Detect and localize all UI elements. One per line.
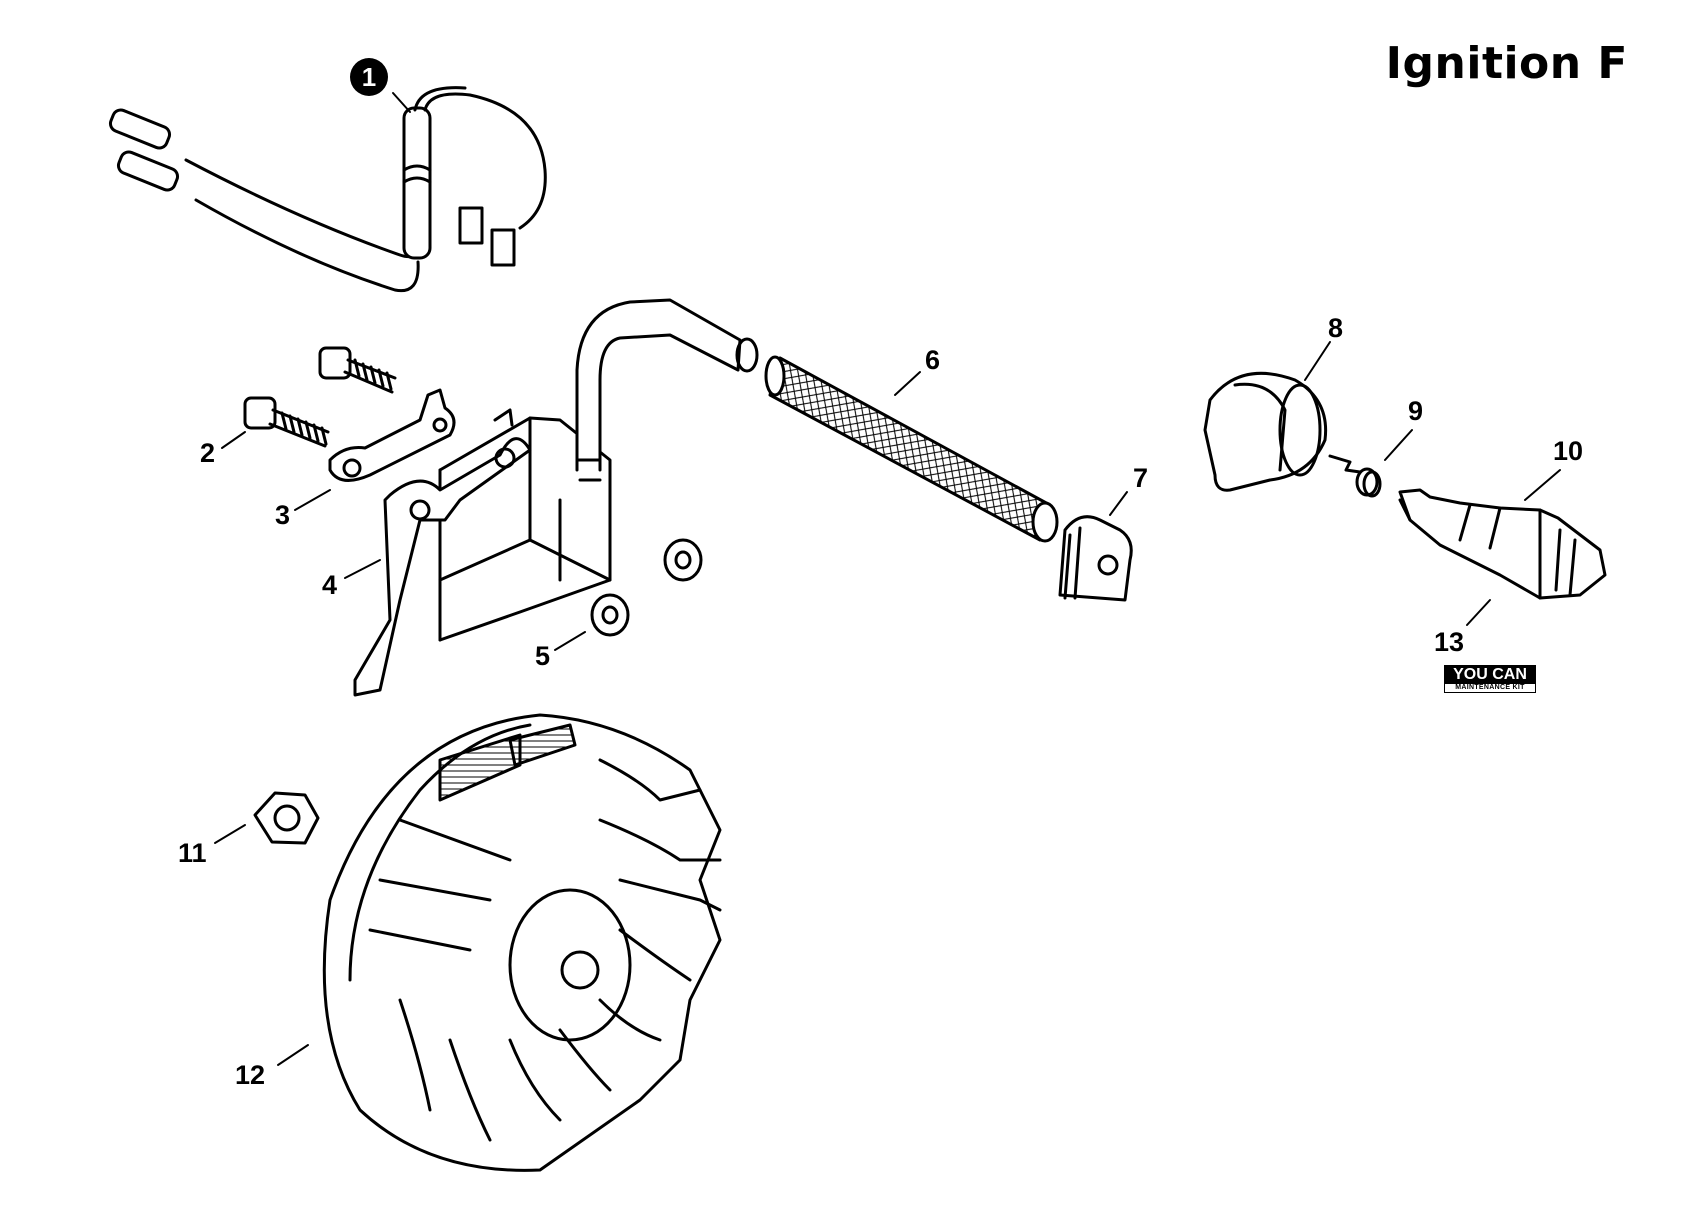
- maintenance-kit-badge: YOU CAN MAINTENANCE KIT: [1444, 665, 1536, 693]
- callout-8: 8: [1328, 313, 1344, 343]
- callout-4: 4: [322, 570, 338, 600]
- callout-5: 5: [535, 641, 551, 671]
- leader-lines: [214, 92, 1561, 1066]
- callout-2: 2: [200, 438, 216, 468]
- badge-subtitle: MAINTENANCE KIT: [1444, 684, 1536, 693]
- callout-11: 11: [178, 838, 207, 868]
- washers: [590, 538, 703, 637]
- ground-plate: [328, 388, 456, 482]
- callout-10: 10: [1553, 436, 1584, 466]
- wiring-harness: [108, 86, 547, 293]
- spark-plug-boot: [1203, 371, 1328, 492]
- ignition-lead: [575, 298, 759, 482]
- callout-9: 9: [1408, 396, 1424, 426]
- badge-title: YOU CAN: [1444, 665, 1536, 684]
- protective-sleeve: [764, 355, 1059, 543]
- callout-3: 3: [275, 500, 291, 530]
- grommet: [1058, 515, 1133, 602]
- callout-13: 13: [1434, 627, 1465, 657]
- callout-6: 6: [925, 345, 941, 375]
- callout-1: 1: [350, 58, 388, 96]
- leg-spring: [1328, 454, 1382, 498]
- flywheel-nut: [253, 791, 320, 845]
- bolts: [243, 346, 397, 448]
- callout-7: 7: [1133, 463, 1149, 493]
- ignition-module: [353, 408, 612, 697]
- page-title: Ignition F: [1385, 38, 1628, 89]
- flywheel: [322, 713, 722, 1172]
- spark-plug: [1398, 488, 1607, 600]
- callout-12: 12: [235, 1060, 266, 1090]
